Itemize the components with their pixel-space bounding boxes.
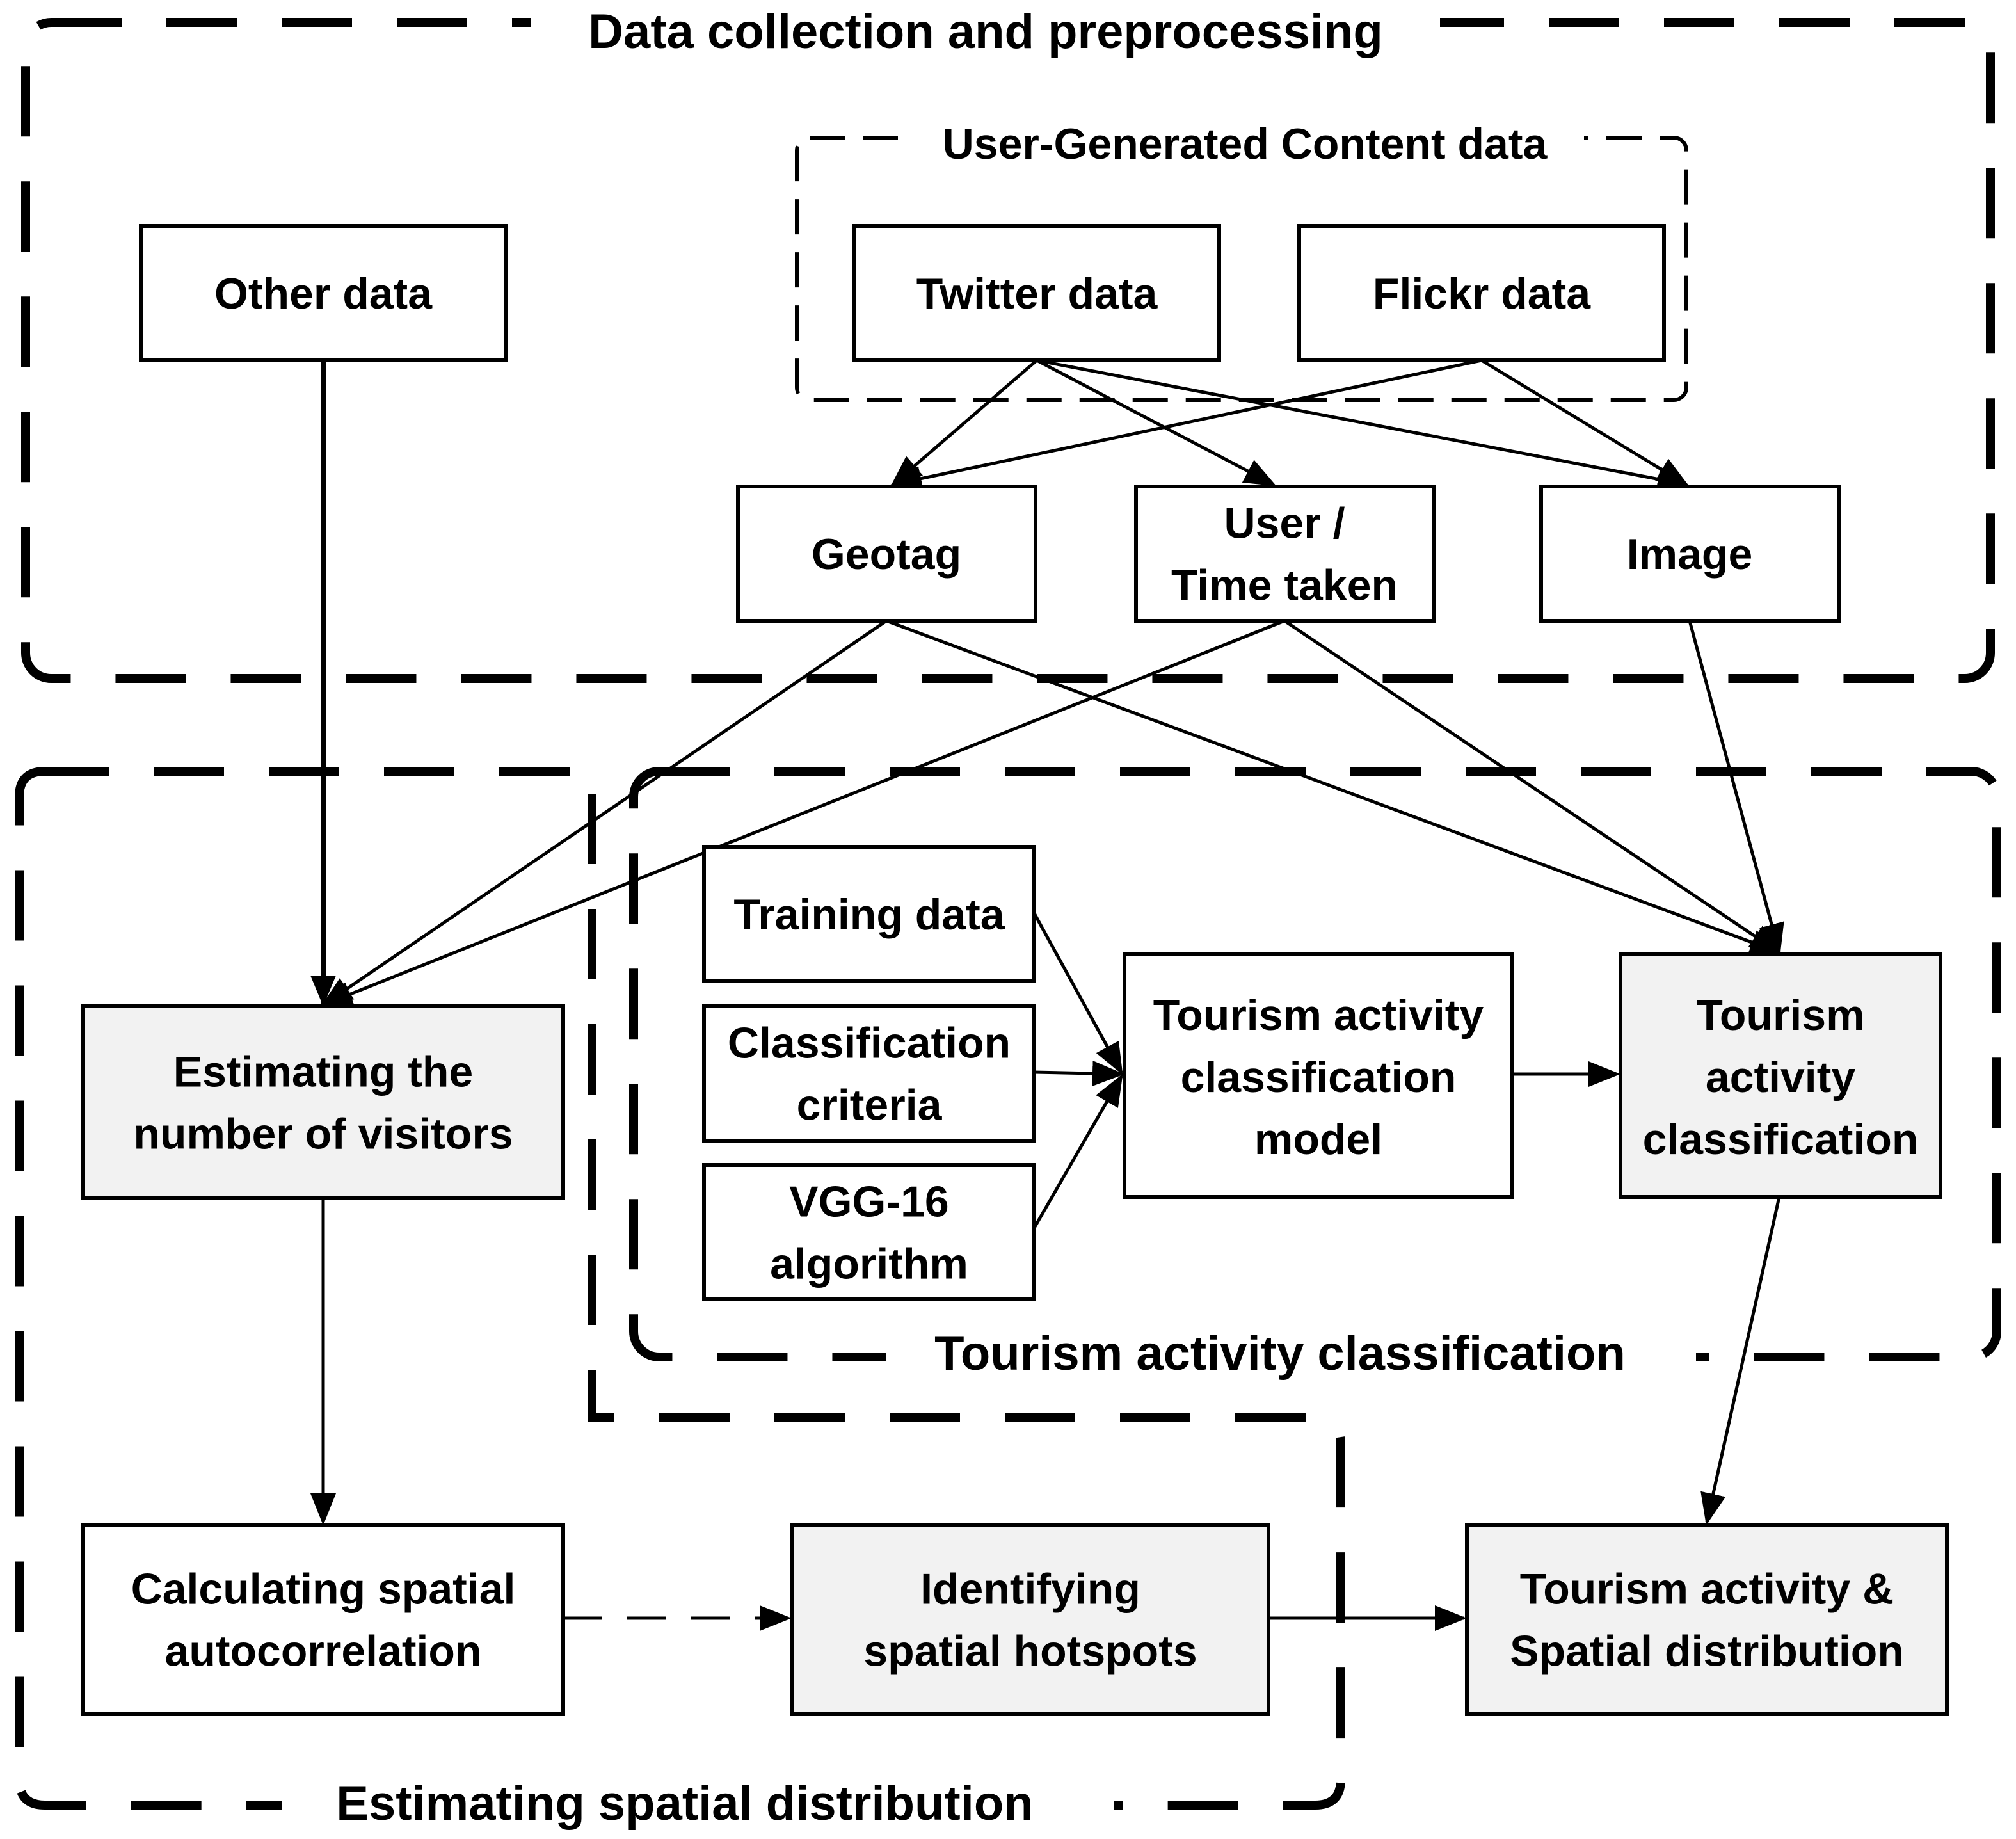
twitter-data-label-line: Twitter data <box>916 269 1158 318</box>
image-box: Image <box>1539 485 1841 623</box>
geotag-box: Geotag <box>736 485 1037 623</box>
other-data-label-line: Other data <box>214 269 433 318</box>
user-time-label-line: User / <box>1224 499 1345 548</box>
training-data-box: Training data <box>702 845 1036 983</box>
arrow-usertime-to-visitors <box>320 619 1285 1007</box>
arrow-training-to-model <box>1032 911 1123 1075</box>
estimating-visitors-label-line: number of visitors <box>133 1110 513 1159</box>
spatial-distribution-frame <box>15 767 1345 1810</box>
user-time-box: User / Time taken <box>1134 485 1436 623</box>
arrow-twitter-to-geotag <box>890 359 1038 487</box>
activity-classification-label-line: classification <box>1643 1115 1919 1164</box>
arrow-activity-to-distribution <box>1700 1196 1781 1525</box>
image-label-line: Image <box>1627 530 1753 579</box>
twitter-data-box: Twitter data <box>852 224 1221 362</box>
flickr-data-box: Flickr data <box>1297 224 1666 362</box>
classification-criteria-label-line: Classification <box>728 1019 1011 1068</box>
classification-model-label-line: model <box>1254 1115 1382 1164</box>
classification-model-label-line: Tourism activity <box>1153 991 1484 1040</box>
data-collection-label: Data collection and preprocessing <box>588 4 1383 59</box>
spatial-autocorrelation-box: Calculating spatial autocorrelation <box>81 1523 565 1716</box>
classification-model-box: Tourism activity classification model <box>1123 952 1514 1199</box>
training-data-label-line: Training data <box>733 890 1005 939</box>
vgg16-label-line: algorithm <box>770 1240 968 1289</box>
arrow-criteria-to-model <box>1033 1061 1124 1087</box>
activity-classification-label-line: Tourism <box>1696 991 1864 1040</box>
estimating-visitors-box: Estimating the number of visitors <box>81 1004 565 1200</box>
estimating-visitors-label-line: Estimating the <box>173 1048 474 1096</box>
flickr-data-label-line: Flickr data <box>1373 269 1591 318</box>
spatial-autocorrelation-label-line: autocorrelation <box>165 1627 482 1676</box>
arrow-image-to-activity <box>1688 620 1784 956</box>
activity-classification-box: Tourism activity classification <box>1619 952 1942 1199</box>
ugc-label: User-Generated Content data <box>943 120 1548 168</box>
activity-distribution-box: Tourism activity & Spatial distribution <box>1465 1523 1949 1716</box>
spatial-hotspots-label-line: Identifying <box>920 1565 1140 1614</box>
geotag-label-line: Geotag <box>812 530 961 579</box>
arrow-vgg-to-model <box>1032 1073 1123 1230</box>
arrow-flickr-to-geotag <box>890 358 1482 492</box>
user-time-label-line: Time taken <box>1171 561 1398 610</box>
classification-criteria-label-line: criteria <box>797 1081 943 1130</box>
spatial-hotspots-label-line: spatial hotspots <box>863 1627 1197 1676</box>
classification-criteria-box: Classification criteria <box>702 1004 1036 1143</box>
arrow-twitter-to-image <box>1036 358 1690 492</box>
spatial-autocorrelation-label-line: Calculating spatial <box>131 1565 516 1614</box>
arrow-flickr-to-image <box>1480 358 1690 486</box>
vgg16-box: VGG-16 algorithm <box>702 1163 1036 1301</box>
activity-classification-label-line: activity <box>1706 1053 1856 1102</box>
vgg16-label-line: VGG-16 <box>789 1178 948 1226</box>
activity-distribution-label-line: Tourism activity & <box>1520 1565 1894 1614</box>
tourism-classification-label: Tourism activity classification <box>934 1326 1626 1381</box>
activity-distribution-label-line: Spatial distribution <box>1510 1627 1904 1676</box>
other-data-box: Other data <box>139 224 508 362</box>
classification-model-label-line: classification <box>1181 1053 1457 1102</box>
arrow-geotag-to-activity <box>886 619 1782 955</box>
spatial-distribution-label: Estimating spatial distribution <box>336 1776 1033 1831</box>
arrow-twitter-to-usertime <box>1036 358 1277 486</box>
spatial-hotspots-box: Identifying spatial hotspots <box>790 1523 1270 1716</box>
arrow-geotag-to-visitors <box>320 619 888 1007</box>
arrow-usertime-to-activity <box>1283 619 1782 954</box>
